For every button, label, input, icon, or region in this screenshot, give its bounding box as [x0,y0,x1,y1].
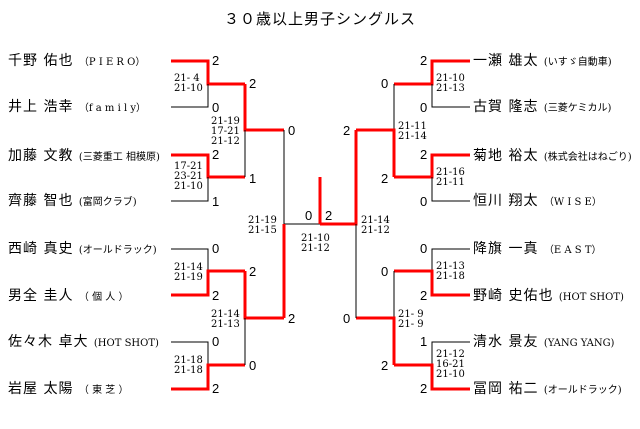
left-r1-m2-lines [171,153,245,202]
right-player-2: 古賀 隆志 (三菱ケミカル) [473,99,612,115]
left-player-5: 西崎 真史 (オールドラック) [8,241,157,257]
right-player-1: 一瀬 雄太 (いすゞ自動車) [473,53,612,69]
game-scores: 21-11 21-14 [398,121,427,142]
score: 2 [249,264,257,279]
score: 0 [343,311,351,326]
score: 2 [343,123,351,138]
score: 1 [420,334,428,349]
score: 0 [420,241,428,256]
final-score-left: 0 [305,208,313,223]
right-player-4: 恒川 翔太 （W I S E） [473,193,602,209]
game-scores: 21- 9 21- 9 [398,309,424,330]
score: 0 [212,100,220,115]
left-r1-m1-lines [171,59,245,108]
right-player-5: 降旗 一真 （E A S T） [473,241,602,257]
game-scores: 21-14 21-12 [361,215,390,236]
game-scores: 17-21 23-21 21-10 [174,161,203,192]
score: 0 [381,264,389,279]
left-player-8: 岩屋 太陽 （ 東 芝 ） [8,381,129,397]
score: 0 [420,100,428,115]
left-r1-m3-lines [171,248,245,297]
left-player-1: 千野 佑也 （P I E R O） [8,53,146,69]
left-r1-m4-lines [171,341,245,391]
left-player-2: 井上 浩幸 （f a m i l y） [8,99,146,115]
game-scores: 21-16 21-11 [436,167,465,188]
game-scores: 21-14 21-13 [211,309,240,330]
score: 2 [212,53,220,68]
final-score-right: 2 [325,208,333,223]
right-r1-m1-lines [394,59,470,108]
right-r1-m4-lines [394,341,470,391]
page-title: ３０歳以上男子シングルス [223,10,416,28]
game-scores: 21- 4 21-10 [174,73,203,94]
score: 0 [249,358,257,373]
left-sf-lines [282,130,320,318]
final-game-scores: 21-10 21-12 [301,233,330,254]
score: 2 [420,147,428,162]
score: 1 [212,194,220,209]
game-scores: 21-10 21-13 [436,73,465,94]
left-r2-m2-lines [243,271,284,365]
score: 2 [420,53,428,68]
right-player-8: 冨岡 祐二 (オールドラック) [473,381,622,397]
score: 2 [212,381,220,396]
score: 0 [212,241,220,256]
right-sf-lines [320,130,358,318]
left-player-3: 加藤 文教 (三菱重工 相模原) [8,148,160,164]
right-player-6: 野崎 史佑也 (HOT SHOT) [473,288,624,304]
left-r2-m1-lines [243,84,284,177]
game-scores: 21-18 21-18 [174,355,203,376]
score: 2 [381,358,389,373]
right-player-3: 菊地 裕太 (株式会社はねごり) [473,148,632,164]
game-scores: 21-19 21-15 [248,215,277,236]
right-player-7: 清水 景友 (YANG YANG) [473,334,615,350]
left-player-4: 齊藤 智也 (富岡クラブ) [8,193,137,209]
score: 2 [381,171,389,186]
left-player-7: 佐々木 卓大 (HOT SHOT) [8,334,159,350]
score: 0 [381,76,389,91]
right-r1-m3-lines [394,248,470,297]
right-r2-m2-lines [356,271,396,365]
score: 2 [212,288,220,303]
score: 0 [212,334,220,349]
score: 1 [249,171,257,186]
score: 0 [420,194,428,209]
score: 2 [420,288,428,303]
left-player-6: 男全 圭人 （ 個 人 ） [8,288,129,304]
score: 2 [212,147,220,162]
game-scores: 21-19 17-21 21-12 [211,116,240,147]
game-scores: 21-12 16-21 21-10 [436,349,465,380]
score: 2 [249,76,257,91]
game-scores: 21-14 21-19 [174,262,203,283]
right-r2-m1-lines [356,84,396,177]
score: 2 [420,381,428,396]
game-scores: 21-13 21-18 [436,261,465,282]
right-r1-m2-lines [394,153,470,202]
score: 0 [288,123,296,138]
score: 2 [288,311,296,326]
